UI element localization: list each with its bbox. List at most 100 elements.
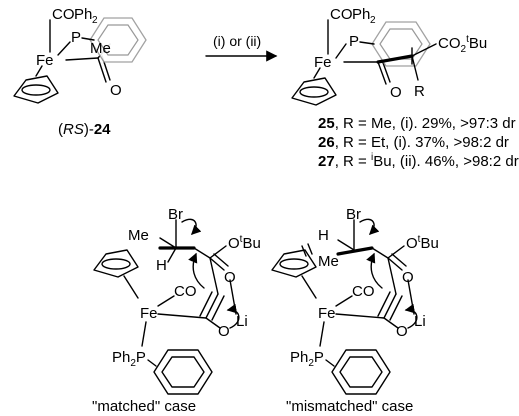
atom-o-ts1: O [224,269,236,286]
bond-cp-fe-ts2 [301,275,317,299]
reactant-24: CO Ph 2 P Me Fe O (RS)-24 [13,6,147,138]
cp-ring-ts2 [271,249,317,278]
bond-co-o1 [97,57,107,83]
atom-fe-ts1: Fe [140,305,158,322]
bond-cp-fe-ts1 [123,275,139,299]
atom-otbu-ts2: OtBu [406,234,439,252]
bond-c-o-ts1 [205,317,221,329]
bond-co-o2-p [381,59,391,83]
atom-o-ts2: O [402,269,414,286]
atom-br-ts2: Br [346,206,361,223]
bond-enol-3 [211,295,225,321]
bond-enol-3-ts2 [389,295,403,321]
ts-mismatched: Br H Me OtBu O CO Fe O Li Ph2P "mismatch… [271,206,439,415]
bond-enol-1 [205,293,219,319]
bond-ester-c-ts2 [371,247,389,259]
atom-o2-ts2: O [396,323,408,340]
phenyl-ts1 [153,349,213,395]
atom-ph-sub-p: 2 [370,15,376,26]
cp-ring-product [291,77,337,106]
atom-co-ts2: CO [352,283,375,300]
bond-wedge [376,54,414,64]
bond-c-o-ts2 [383,317,399,329]
bond-ester-c-ts1 [193,247,211,259]
bond-enol-2 [199,291,213,317]
cp-ring-reactant [13,75,59,104]
bond-to-ester-ts2 [387,257,397,295]
atom-fe: Fe [36,52,54,69]
bond-enol-1-ts2 [383,293,397,319]
curly-arrow-3-ts2 [404,303,418,329]
atom-me: Me [90,40,111,57]
phenyl-ts2 [331,349,391,395]
caption-matched: "matched" case [92,398,196,415]
bond-cp-fe-p [313,67,321,79]
atom-otbu-ts1: OtBu [228,234,261,252]
atom-co: CO [52,6,75,23]
bond-fe-p-p [335,43,347,59]
cp-ring-ts1 [93,249,139,278]
atom-br-ts1: Br [168,206,183,223]
bond-fe-p [57,41,71,56]
atom-o-p: O [390,84,402,101]
bond-fe-co-ts1 [157,295,175,307]
bond-p-ph-ts1 [147,359,157,367]
result-27: 27, R = iBu, (ii). 46%, >98:2 dr [318,152,519,170]
bond-c-me-ts1 [159,237,177,249]
curly-arrow-1-ts2 [359,218,380,235]
atom-li-ts1: Li [236,313,248,330]
bond-fe-c-ts1 [157,313,207,319]
bond-c-h-ts2 [337,239,355,251]
bond-fe-acyl [65,57,99,61]
bond-p-ph-ts2 [325,359,335,367]
atom-ph-sub: 2 [92,15,98,26]
bond-fe-c-ts2 [335,313,385,319]
bond-p-aryl-p [359,41,375,45]
result-26: 26, R = Et, (i). 37%, >98:2 dr [318,134,509,151]
reaction-arrow: (i) or (ii) [205,33,278,62]
steric-clash-marks [301,243,313,257]
atom-ph: Ph [74,6,92,23]
curly-arrow-1-ts1 [181,218,202,235]
atom-pph2-ts1: Ph2P [112,349,146,369]
curly-arrow-2-ts2 [366,252,383,289]
atom-pph2-ts2: Ph2P [290,349,324,369]
atom-o2-ts1: O [218,323,230,340]
bond-ester-o2-ts1 [213,253,229,267]
bond-cp-fe [35,65,43,77]
atom-p: P [71,29,81,46]
bond-ester-otbu-ts2 [387,245,405,259]
atom-co-ts1: CO [174,283,197,300]
curly-arrow-2-ts1 [188,252,205,289]
atom-h-ts2: H [318,227,329,244]
atom-co-p: CO [330,6,353,23]
aryl-ring-reactant [89,17,147,63]
bond-fe-p-ts2 [319,321,325,347]
atom-me-ts1: Me [128,227,149,244]
bond-enol-2-ts2 [377,291,391,317]
atom-co2: CO2tBu [438,34,487,55]
bond-fe-co-ts2 [335,295,353,307]
atom-me-ts2: Me [318,253,339,270]
bond-ester-o-ts2 [387,257,403,271]
bond-fe-p-ts1 [141,321,147,347]
curly-arrow-3-ts1 [226,303,240,329]
bond-p-aryl [81,37,95,41]
atom-li-ts2: Li [414,313,426,330]
result-25: 25, R = Me, (i). 29%, >97:3 dr [318,115,516,132]
bond-ester-otbu-ts1 [209,245,227,259]
atom-fe-ts2: Fe [318,305,336,322]
caption-mismatched: "mismatched" case [286,398,413,415]
bond-wedge-ts2 [336,246,374,256]
reagent-label: (i) or (ii) [213,33,261,49]
atom-h-ts1: H [156,257,167,274]
bond-to-r [411,55,419,81]
bond-co-o1-p [377,61,387,85]
atom-p-p: P [349,33,359,50]
atom-fe-p: Fe [314,54,332,71]
bond-ester-o-ts1 [209,257,225,271]
atom-o: O [110,82,122,99]
bond-to-co2 [411,43,437,57]
